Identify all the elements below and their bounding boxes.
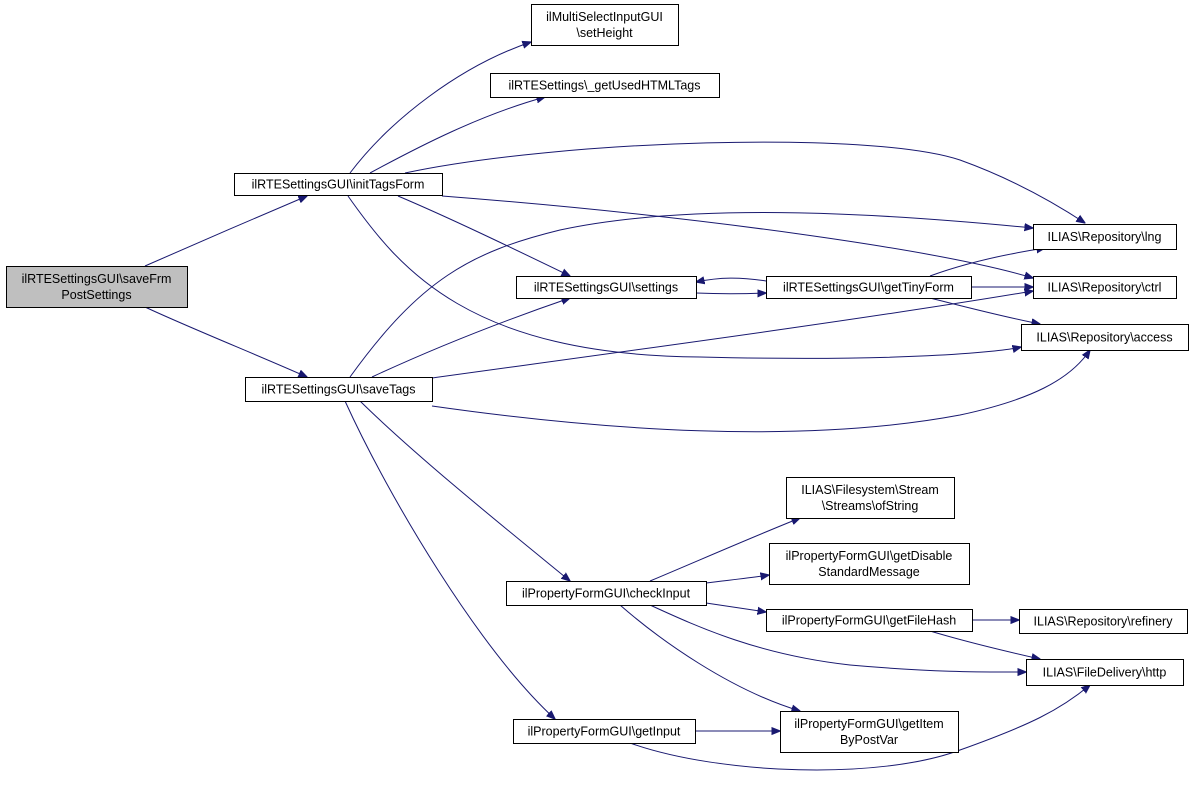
node-label-line: ILIAS\Filesystem\Stream xyxy=(801,483,939,497)
edge-n2-n7 xyxy=(349,212,1033,378)
node-box xyxy=(516,276,697,299)
edge-n12-n15 xyxy=(649,604,1026,672)
edge-n0-n2 xyxy=(144,306,307,377)
graph-node-n13[interactable]: ilPropertyFormGUI\getFileHash xyxy=(766,609,973,632)
node-box xyxy=(780,711,959,753)
node-label-line: ILIAS\Repository\ctrl xyxy=(1048,281,1162,295)
edge-n1-n8 xyxy=(441,195,1033,278)
edge-n6-n7 xyxy=(929,248,1045,277)
graph-node-n4[interactable]: ilRTESettings\_getUsedHTMLTags xyxy=(490,73,720,98)
node-box xyxy=(766,276,972,299)
graph-node-n5[interactable]: ilRTESettingsGUI\settings xyxy=(516,276,697,299)
node-label-line: ILIAS\Repository\refinery xyxy=(1034,615,1174,629)
node-label-line: ilRTESettingsGUI\saveFrm xyxy=(22,272,172,286)
node-label-line: \setHeight xyxy=(576,26,633,40)
graph-node-n14[interactable]: ILIAS\Repository\refinery xyxy=(1019,609,1188,634)
graph-node-n2[interactable]: ilRTESettingsGUI\saveTags xyxy=(245,377,433,402)
node-box xyxy=(245,377,433,402)
node-box xyxy=(1033,276,1177,299)
node-label-line: ilPropertyFormGUI\getInput xyxy=(528,725,681,739)
node-label-line: ilPropertyFormGUI\checkInput xyxy=(522,587,691,601)
node-box xyxy=(490,73,720,98)
graph-node-n7[interactable]: ILIAS\Repository\lng xyxy=(1033,224,1177,250)
node-label-line: ilRTESettings\_getUsedHTMLTags xyxy=(509,79,701,93)
node-label-line: \Streams\ofString xyxy=(822,499,919,513)
edge-n12-n17 xyxy=(619,604,800,711)
node-label-line: ByPostVar xyxy=(840,733,898,747)
graph-node-n12[interactable]: ilPropertyFormGUI\checkInput xyxy=(506,581,707,606)
node-label-line: ILIAS\Repository\lng xyxy=(1048,230,1162,244)
edge-n12-n13 xyxy=(705,602,766,612)
graph-node-n9[interactable]: ILIAS\Repository\access xyxy=(1021,324,1189,351)
edge-n12-n10 xyxy=(649,518,800,582)
node-box xyxy=(786,477,955,519)
edge-n6-n9 xyxy=(929,297,1040,324)
edge-n1-n5 xyxy=(397,195,570,276)
node-box xyxy=(234,173,443,196)
node-box xyxy=(769,543,970,585)
edges xyxy=(144,42,1090,771)
edge-n2-n16 xyxy=(344,400,555,719)
graph-node-n3[interactable]: ilMultiSelectInputGUI \setHeight xyxy=(531,4,679,46)
node-label-line: ILIAS\FileDelivery\http xyxy=(1043,666,1167,680)
graph-node-n11[interactable]: ilPropertyFormGUI\getDisableStandardMess… xyxy=(769,543,970,585)
edge-n2-n8 xyxy=(431,291,1033,379)
edge-n1-n3 xyxy=(349,42,531,174)
node-box xyxy=(1019,609,1188,634)
edge-n6-n5 xyxy=(696,278,767,282)
node-label-line: ilPropertyFormGUI\getItem xyxy=(794,717,943,731)
edge-n1-n7 xyxy=(404,141,1085,223)
node-box xyxy=(531,4,679,46)
edge-n16-n15 xyxy=(629,685,1090,771)
node-label-line: ilPropertyFormGUI\getDisable xyxy=(786,549,953,563)
node-box xyxy=(6,266,188,308)
graph-node-n10[interactable]: ILIAS\Filesystem\Stream \Streams\ofString xyxy=(786,477,955,519)
edge-n12-n11 xyxy=(705,575,769,584)
edge-n5-n6 xyxy=(695,293,766,294)
node-label-line: PostSettings xyxy=(61,288,131,302)
node-label-line: ilPropertyFormGUI\getFileHash xyxy=(782,614,956,628)
node-label-line: ilRTESettingsGUI\initTagsForm xyxy=(252,178,425,192)
node-label-line: ilMultiSelectInputGUI xyxy=(546,10,663,24)
edge-n2-n5 xyxy=(371,298,570,378)
node-label-line: ILIAS\Repository\access xyxy=(1036,331,1172,345)
node-box xyxy=(1026,659,1184,686)
node-box xyxy=(1021,324,1189,351)
edge-n1-n9 xyxy=(347,195,1021,359)
edge-n13-n15 xyxy=(929,630,1040,659)
nodes: ilRTESettingsGUI\saveFrmPostSettingsilRT… xyxy=(6,4,1189,753)
node-label-line: ilRTESettingsGUI\settings xyxy=(534,281,678,295)
graph-node-n6[interactable]: ilRTESettingsGUI\getTinyForm xyxy=(766,276,972,299)
node-box xyxy=(513,719,696,744)
edge-n0-n1 xyxy=(144,196,307,267)
node-box xyxy=(766,609,973,632)
graph-node-n16[interactable]: ilPropertyFormGUI\getInput xyxy=(513,719,696,744)
node-label-line: StandardMessage xyxy=(818,565,920,579)
graph-node-n15[interactable]: ILIAS\FileDelivery\http xyxy=(1026,659,1184,686)
graph-node-n8[interactable]: ILIAS\Repository\ctrl xyxy=(1033,276,1177,299)
edge-n2-n9 xyxy=(431,350,1090,433)
node-label-line: ilRTESettingsGUI\saveTags xyxy=(262,383,416,397)
node-box xyxy=(506,581,707,606)
node-box xyxy=(1033,224,1177,250)
edge-n1-n4 xyxy=(369,97,545,174)
node-label-line: ilRTESettingsGUI\getTinyForm xyxy=(783,281,954,295)
graph-node-n1[interactable]: ilRTESettingsGUI\initTagsForm xyxy=(234,173,443,196)
edge-n2-n12 xyxy=(359,400,570,581)
